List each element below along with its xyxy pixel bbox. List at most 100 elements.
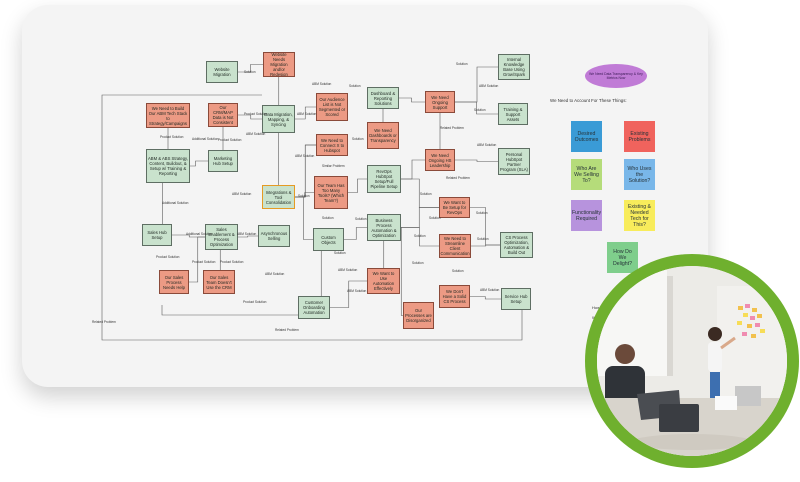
- edge-label: Product Solution: [218, 138, 242, 142]
- node-our-processes: Our Processes are Disorganized: [403, 302, 434, 329]
- node-we-need-ongoing: We Need Ongoing Support: [425, 91, 455, 113]
- edge-label: Solution: [349, 84, 361, 88]
- node-integrations: Integrations & Tool Consolidation: [262, 185, 295, 209]
- edge-label: ABM Solution: [338, 268, 358, 272]
- edge-label: Solution: [429, 216, 441, 220]
- edge-label: Product Solution: [192, 260, 216, 264]
- node-we-need-dashboards: We Need Dashboards or Transparency: [367, 122, 399, 149]
- edge-label: Similar Problem: [322, 164, 345, 168]
- node-marketing-hub: Marketing Hub Setup: [208, 150, 238, 172]
- node-we-want-revops: We Want to Be Setup for RevOps: [439, 197, 470, 218]
- edge-label: Solution: [352, 137, 364, 141]
- edge-label: Solution: [322, 216, 334, 220]
- edge-label: ABM Solution: [312, 82, 332, 86]
- edge-label: ABM Solution: [237, 232, 257, 236]
- loop-connector-2: [161, 305, 322, 316]
- edge-label: Solution: [476, 211, 488, 215]
- edge-label: ABM Solution: [477, 143, 497, 147]
- node-we-need-streamline: We Need to Streamline Client Communicati…: [439, 234, 471, 258]
- sticky-note: Existing & Needed Tech for This?: [624, 200, 655, 231]
- edge-label: ABM Solution: [265, 272, 285, 276]
- edge-label: ABM Solution: [480, 288, 500, 292]
- edge-label: Product Solution: [243, 300, 267, 304]
- connector-30: [384, 227, 455, 247]
- node-cs-process: CS Process Optimization, Automation & Bu…: [500, 232, 533, 258]
- wall-sticky-notes: [737, 304, 765, 338]
- sticky-note: How Do We Delight?: [607, 242, 638, 273]
- diagram-board: Website Migration Website Needs Migration…: [22, 5, 708, 387]
- edge-label: Solution: [420, 192, 432, 196]
- node-website-migration: Website Migration: [206, 61, 238, 83]
- edge-label: ABM Solution: [297, 112, 317, 116]
- node-we-need-build: We Need to Build Our ABM Tech Stack to S…: [146, 103, 190, 128]
- sticky-note: Functionality Required: [571, 200, 602, 231]
- node-we-need-ongoing-hs: We Need Ongoing HS Leadership: [425, 149, 455, 171]
- edge-label: ABM Solution: [232, 192, 252, 196]
- node-service-hub: Service Hub Setup: [501, 288, 531, 310]
- node-our-audience: Our Audience List is Not Segmented or Sc…: [316, 93, 348, 121]
- node-internal-knowledge: Internal Knowledge Base Using Grow/Spark: [498, 54, 530, 80]
- edge-label: Related Problem: [275, 328, 299, 332]
- edge-label: ABM Solution: [246, 132, 266, 136]
- node-our-crm: Our CRM/MAP Data is Not Consistent: [208, 103, 238, 127]
- edge-label: Solution: [477, 237, 489, 241]
- edge-label: Additional Solution: [192, 137, 219, 141]
- node-we-need-connect: We Need to Connect X to Hubspot: [316, 134, 348, 156]
- account-heading: We Need to Account For These Things:: [550, 98, 627, 103]
- edge-label: Solution: [414, 234, 426, 238]
- laptops: [637, 386, 761, 432]
- edge-label: ABM Solution: [479, 84, 499, 88]
- edge-label: Solution: [244, 70, 256, 74]
- node-data-migration: Data Migration, Mapping, & Syncing: [262, 105, 295, 133]
- edge-label: Solution: [298, 194, 310, 198]
- node-our-sales-process: Our Sales Process Needs Help: [159, 270, 189, 294]
- connector-21: [314, 280, 384, 308]
- edge-label: Solution: [452, 269, 464, 273]
- node-personal-hubspot: Personal HubSpot Partner Program (SLA): [498, 148, 530, 175]
- node-website-needs: Website Needs Migration and/or Redesign: [263, 52, 295, 77]
- sticky-note: Who Uses the Solution?: [624, 159, 655, 190]
- node-our-team-tools: Our Team Has Too Many Tools? (Which Team…: [314, 176, 348, 209]
- edge-label: Solution: [474, 108, 486, 112]
- edge-label: ABM Solution: [347, 289, 367, 293]
- node-our-sales-team: Our Sales Team Doesn't Use the CRM: [203, 270, 235, 294]
- node-business-process: Business Process Automation & Optimizati…: [367, 214, 401, 241]
- edge-label: Related Problem: [440, 126, 464, 130]
- edge-label: Solution: [355, 217, 367, 221]
- office-photo-illustration: [597, 266, 787, 456]
- cloud-note: We Need Data Transparency & Key Metrics …: [585, 64, 647, 88]
- node-asynchronous: Asynchronous Selling: [258, 225, 290, 247]
- node-abm-strategy: ABM & ABS Strategy, Content, Buildout, &…: [146, 149, 190, 183]
- node-customer-onboarding: Customer Onboarding Automation: [298, 296, 330, 319]
- edge-label: Solution: [334, 251, 346, 255]
- node-we-dont-have-cs: We Don't Have a Solid CS Process: [439, 285, 470, 308]
- edge-label: Product Solution: [156, 255, 180, 259]
- node-we-want-automation: We Want to Use Automation Effectively: [367, 268, 400, 294]
- sticky-note: Existing Problems: [624, 121, 655, 152]
- edge-label: ABM Solution: [295, 154, 315, 158]
- edge-label: Product Solution: [160, 135, 184, 139]
- sticky-note: Desired Outcomes: [571, 121, 602, 152]
- node-sales-enablement: Sales Enablement & Process Optimization: [205, 224, 238, 250]
- edge-label: Related Problem: [446, 176, 470, 180]
- office-photo: [597, 266, 787, 456]
- loop-connector-1: [101, 310, 523, 341]
- connector-25: [440, 159, 514, 162]
- node-training-support: Training & Support Assets: [498, 103, 528, 125]
- edge-label: Product Solution: [220, 260, 244, 264]
- node-dashboard-reporting: Dashboard & Reporting Solutions: [367, 87, 399, 109]
- standing-person: [708, 327, 736, 400]
- edge-label: Related Problem: [92, 320, 116, 324]
- edge-label: Product Solution: [244, 112, 268, 116]
- edge-label: Additional Solution: [186, 232, 213, 236]
- sticky-note: Who Are We Selling To?: [571, 159, 602, 190]
- node-sales-hub: Sales Hub Setup: [142, 224, 172, 246]
- node-revops-hubspot: RevOps HubSpot Setup/Full Pipeline Setup: [367, 165, 401, 193]
- seated-person: [605, 344, 645, 408]
- connector-24: [440, 66, 514, 103]
- edge-label: Solution: [456, 62, 468, 66]
- loop-connector-0: [101, 94, 262, 325]
- cloud-note-text: We Need Data Transparency & Key Metrics …: [589, 72, 643, 80]
- edge-label: Additional Solution: [162, 201, 189, 205]
- node-custom-objects: Custom Objects: [313, 228, 344, 251]
